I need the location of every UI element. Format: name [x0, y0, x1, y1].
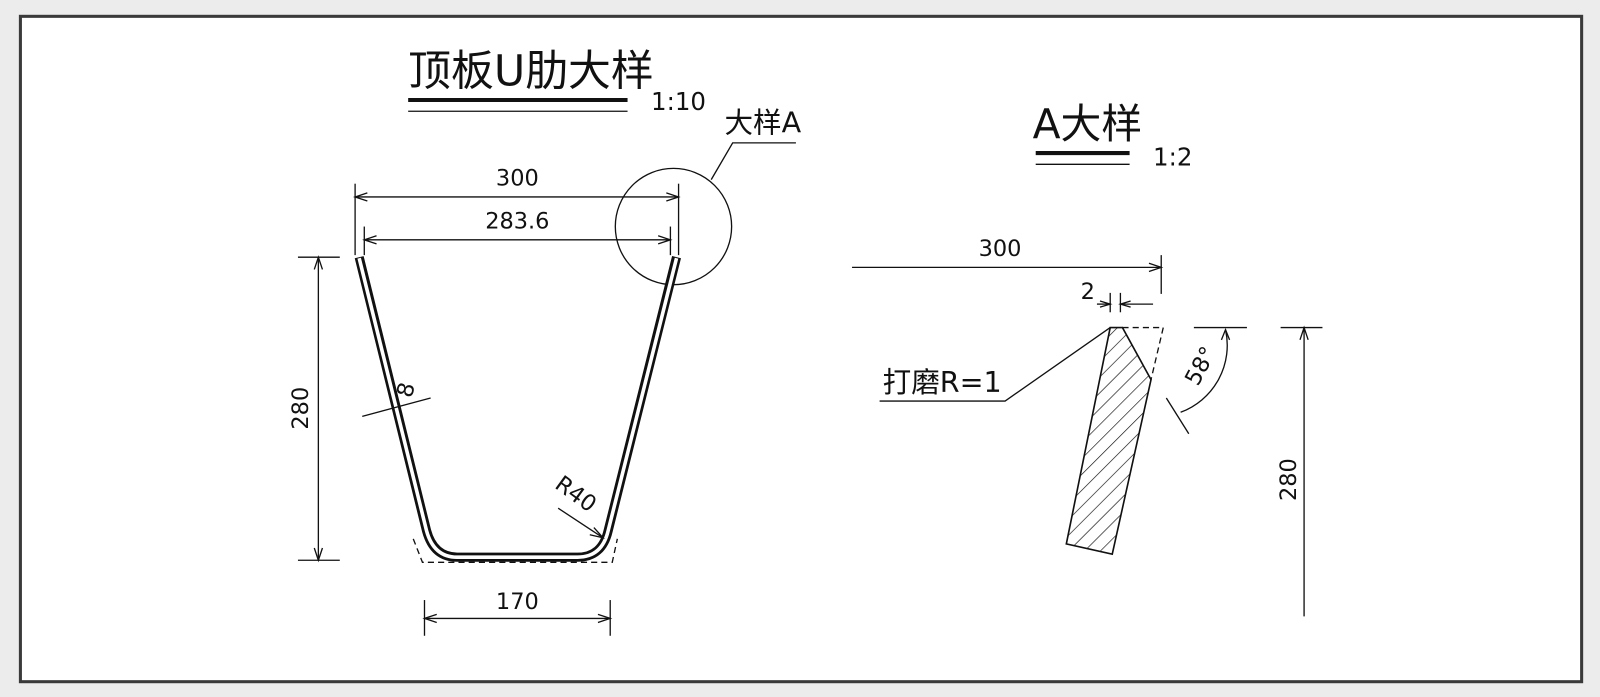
left-scale: 1:10 — [651, 87, 706, 116]
drawing-frame — [18, 14, 1584, 684]
dim-width-a: 300 — [979, 236, 1022, 262]
plate-section-hatched — [1065, 326, 1152, 556]
right-scale: 1:2 — [1153, 142, 1192, 171]
corner-dashed-line — [412, 538, 618, 563]
callout-leader — [710, 142, 796, 180]
dim-gap: 2 — [1081, 279, 1095, 305]
grind-note: 打磨R=1 — [883, 365, 1002, 399]
dim-height-a: 280 — [1276, 458, 1302, 501]
dim-top-width: 300 — [496, 166, 539, 192]
bevel-dashed-line — [1122, 326, 1165, 380]
dim-line-radius — [557, 507, 604, 539]
dim-bottom-width: 170 — [496, 589, 539, 615]
dim-line-thickness — [362, 397, 431, 418]
grind-leader — [879, 327, 1111, 402]
detail-a: A大样 1:2 300 2 打磨R=1 58° 280 — [852, 100, 1323, 617]
callout-label: 大样A — [724, 106, 801, 140]
left-title: 顶板U肋大样 — [408, 47, 654, 97]
right-title: A大样 — [1033, 100, 1143, 148]
dim-thickness: 8 — [392, 380, 421, 401]
dim-height: 280 — [288, 387, 314, 430]
dim-inner-width: 283.6 — [485, 209, 549, 235]
u-rib-detail: 顶板U肋大样 1:10 大样A 300 283.6 280 8 — [288, 47, 802, 636]
angle-arc — [1180, 329, 1228, 413]
